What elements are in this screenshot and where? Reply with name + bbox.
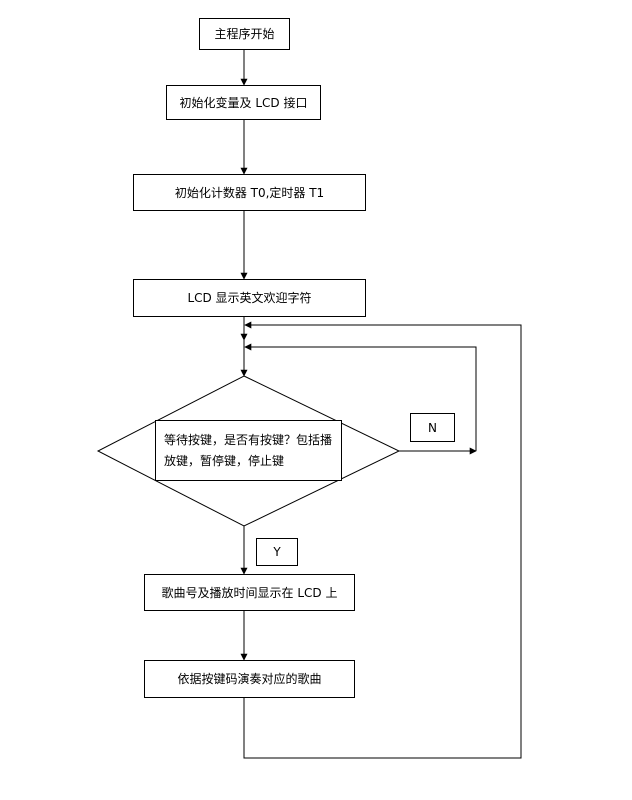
loop-outer-return xyxy=(243,321,522,759)
play-song-node: 依据按键码演奏对应的歌曲 xyxy=(144,660,355,698)
no-branch-label: N xyxy=(410,413,455,442)
init-vars-node: 初始化变量及 LCD 接口 xyxy=(166,85,321,120)
loop-no-return xyxy=(244,343,477,451)
decision-text-box: 等待按键，是否有按键？包括播放键，暂停键，停止键 xyxy=(155,420,342,481)
show-song-node: 歌曲号及播放时间显示在 LCD 上 xyxy=(144,574,355,611)
start-node: 主程序开始 xyxy=(199,18,290,50)
init-timer-node: 初始化计数器 T0,定时器 T1 xyxy=(133,174,366,211)
lcd-welcome-node: LCD 显示英文欢迎字符 xyxy=(133,279,366,317)
yes-branch-label: Y xyxy=(256,538,298,566)
